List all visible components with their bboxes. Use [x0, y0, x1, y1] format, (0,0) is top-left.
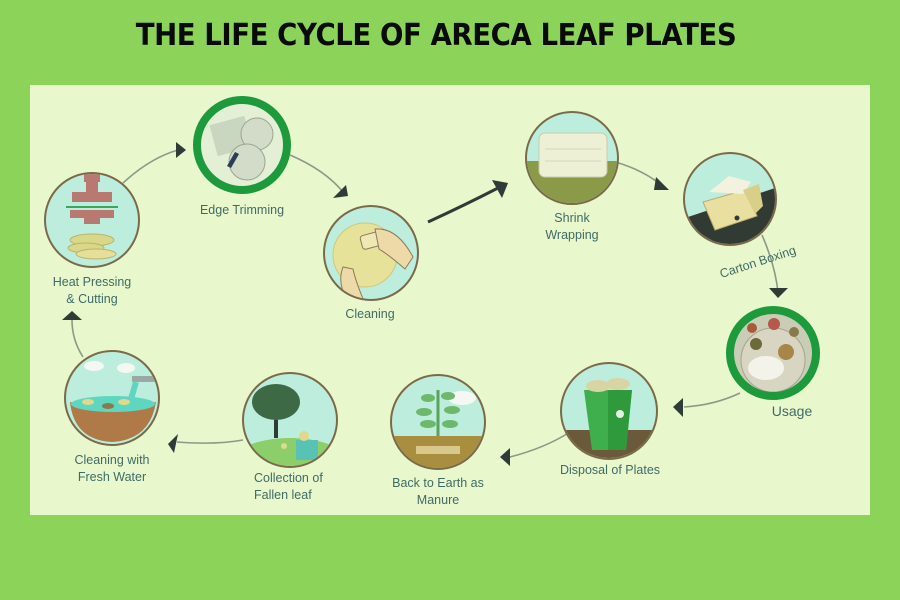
recycle-bin-icon [560, 362, 658, 460]
carton-box-icon [683, 152, 777, 246]
wrapped-plates-icon [525, 111, 619, 205]
step-label: Heat Pressing& Cutting [52, 275, 132, 306]
step-label: Edge Trimming [199, 203, 285, 217]
sapling-icon [390, 374, 486, 470]
tree-icon [242, 372, 338, 468]
step-label: Usage [771, 403, 813, 419]
hand-cleaning-plate-icon [323, 205, 419, 301]
meal-plate-icon [726, 306, 820, 400]
step-label: Cleaning [345, 307, 395, 321]
step-label: Disposal of Plates [559, 463, 661, 477]
trimming-icon [193, 96, 291, 194]
press-machine-icon [44, 172, 140, 268]
page-title: THE LIFE CYCLE OF ARECA LEAF PLATES [135, 18, 737, 53]
water-bowl-icon [64, 350, 160, 446]
